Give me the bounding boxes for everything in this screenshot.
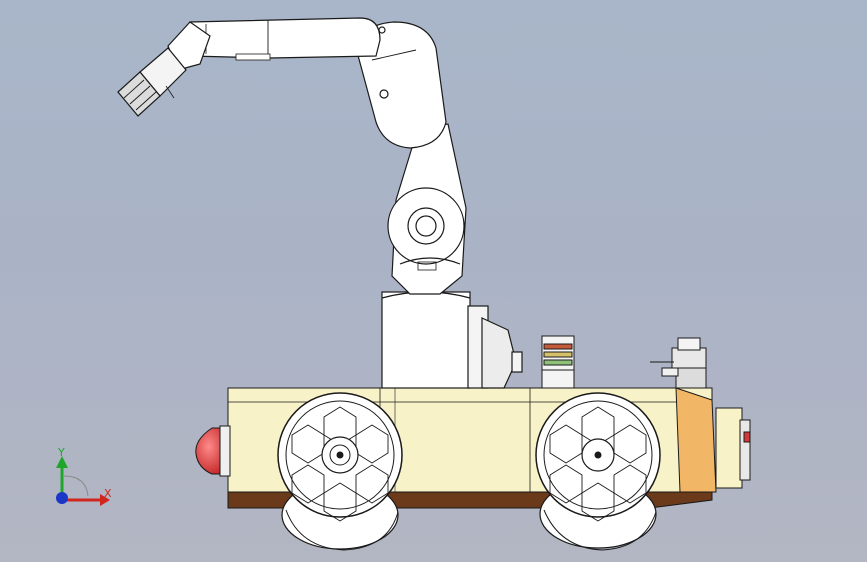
arm-lower-link (387, 123, 467, 295)
arm-elbow-joint (355, 21, 447, 149)
y-axis-label: Y (57, 446, 65, 459)
axis-triad: Y X (56, 446, 112, 506)
front-wheel (535, 392, 661, 522)
arm-base-column (381, 291, 523, 389)
lidar-sensor (650, 337, 707, 389)
front-panel (675, 387, 717, 493)
signal-tower-light (541, 335, 575, 389)
z-axis-dot (56, 492, 68, 504)
rear-wheel (277, 392, 403, 522)
arm-upper-link (182, 17, 381, 61)
arm-end-effector (117, 47, 187, 117)
robot-arm[interactable] (117, 17, 523, 389)
front-bumper (715, 407, 743, 489)
x-axis-label: X (104, 487, 112, 500)
